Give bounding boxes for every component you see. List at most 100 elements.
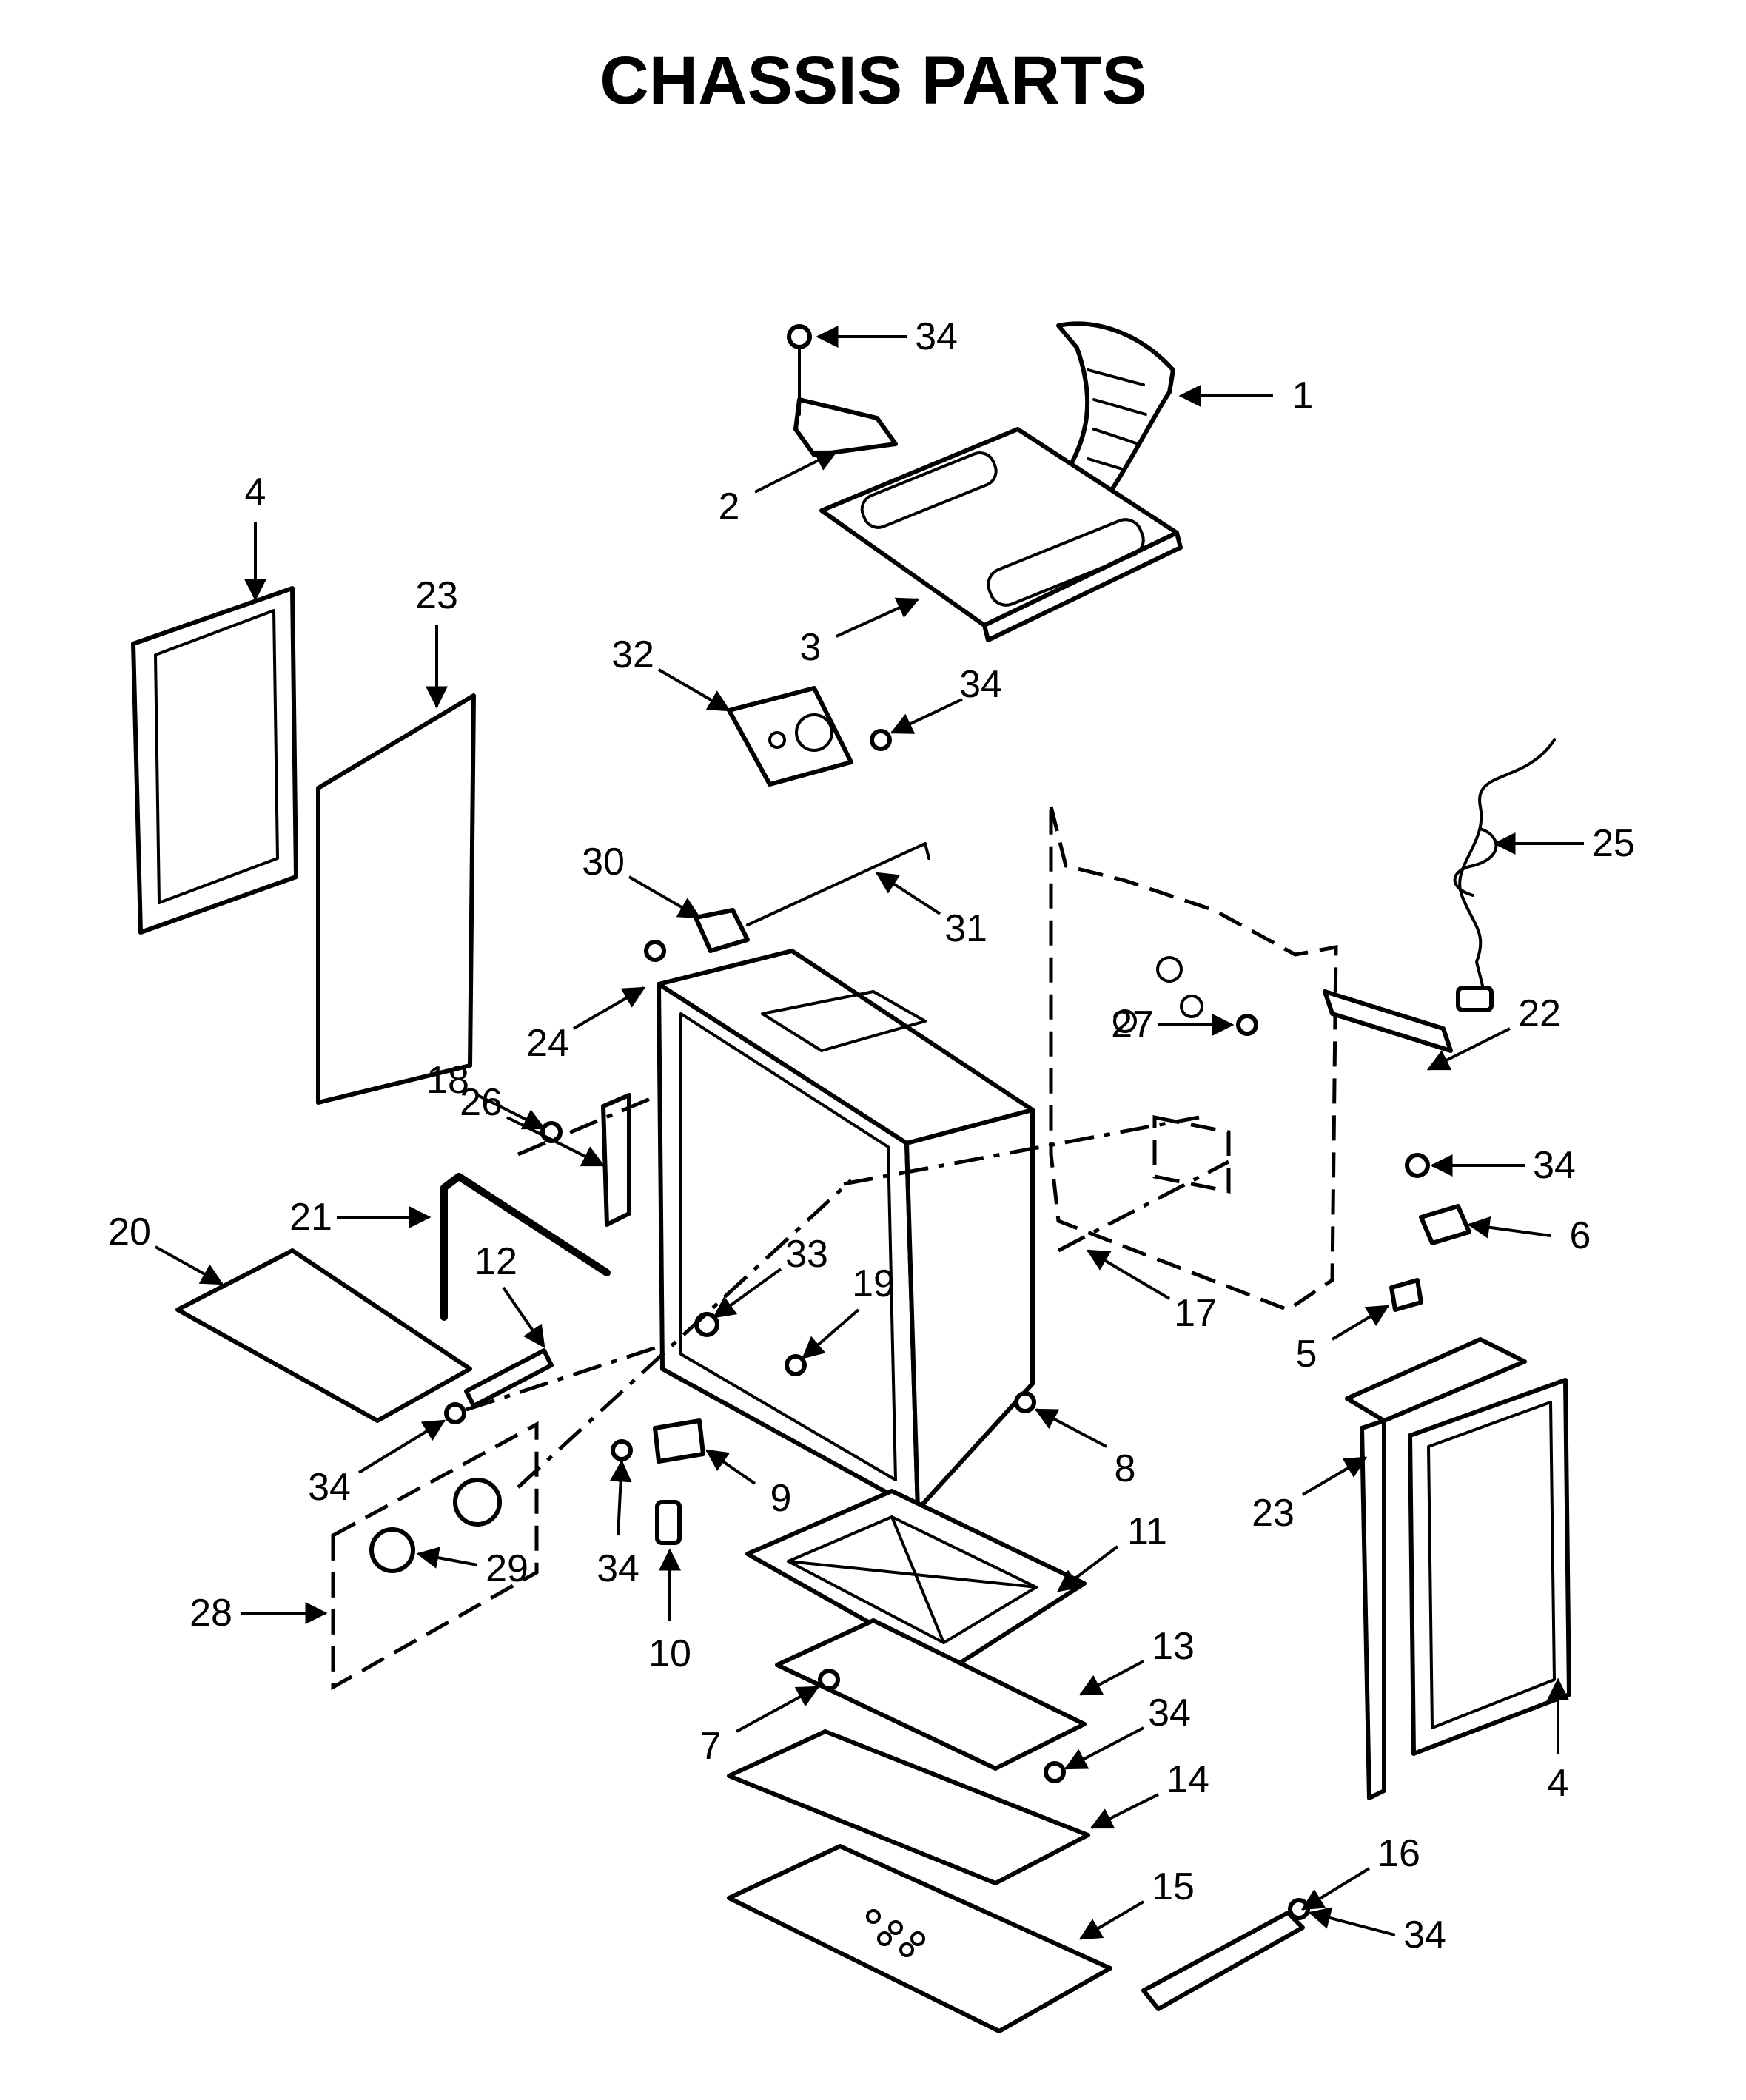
callout-label: 26 [460, 1081, 503, 1124]
page-title: CHASSIS PARTS [600, 43, 1147, 118]
part-8-screw [1014, 1391, 1036, 1413]
part-17-rear-panel [1049, 806, 1338, 1312]
callout-label: 34 [1403, 1914, 1446, 1956]
part-2-bracket [793, 339, 898, 457]
callout-label: 4 [1548, 1762, 1569, 1805]
callout-23: 23 [415, 574, 458, 709]
callout-label: 17 [1174, 1292, 1217, 1335]
part-16-leveler [1141, 1911, 1305, 2011]
part-32-valve-bracket [727, 686, 853, 787]
part-25-power-cord [1453, 738, 1556, 1012]
part-28-assembly-outline [331, 1421, 539, 1691]
callout-leader [416, 1547, 478, 1569]
oven-cavity [657, 949, 1035, 1512]
callout-label: 34 [597, 1547, 639, 1590]
callout-label: 5 [1296, 1333, 1317, 1376]
callout-30: 30 [582, 841, 702, 919]
callout-leader [1078, 1900, 1145, 1940]
callout-label: 23 [415, 574, 458, 617]
part-23-left-insulation [316, 693, 476, 1105]
callout-label: 7 [700, 1725, 722, 1768]
callout-label: 21 [289, 1196, 332, 1239]
callout-label: 18 [426, 1059, 469, 1102]
callout-label: 19 [852, 1262, 895, 1305]
callout-label: 34 [308, 1466, 351, 1509]
callout-leader [1426, 1027, 1511, 1071]
callout-label: 31 [944, 907, 987, 950]
part-24-screw [644, 940, 666, 962]
part-34-screw-top [787, 324, 812, 349]
part-34-screw-right [1405, 1153, 1430, 1178]
callout-label: 3 [800, 626, 822, 669]
callout-label: 24 [526, 1022, 569, 1065]
part-4-left-side-panel [131, 586, 298, 935]
callout-label: 28 [189, 1592, 232, 1635]
callout-leader [736, 1686, 820, 1733]
callout-label: 9 [770, 1477, 792, 1520]
callout-34: 34 [1064, 1692, 1191, 1770]
callout-leader [477, 1094, 546, 1130]
callout-leader [609, 1459, 632, 1536]
callout-label: 6 [1570, 1214, 1591, 1257]
callout-label: 13 [1152, 1625, 1195, 1668]
callout-leader [1078, 1660, 1144, 1696]
callout-32: 32 [611, 633, 731, 712]
callout-7: 7 [700, 1686, 820, 1768]
callout-14: 14 [1089, 1758, 1209, 1829]
callout-31: 31 [875, 872, 987, 950]
callout-label: 16 [1377, 1832, 1420, 1875]
callout-label: 11 [1127, 1510, 1167, 1553]
callout-leader [572, 986, 646, 1030]
callout-leader [890, 698, 963, 734]
part-23-right-insulation [1345, 1337, 1527, 1800]
callout-leader [1301, 1456, 1368, 1496]
callout-1: 1 [1178, 374, 1314, 417]
callout-4: 4 [244, 471, 266, 602]
callout-6: 6 [1467, 1214, 1591, 1257]
callout-15: 15 [1078, 1865, 1195, 1940]
callout-10: 10 [648, 1548, 691, 1675]
callout-label: 12 [474, 1240, 517, 1283]
callout-leader [1089, 1793, 1159, 1829]
callout-17: 17 [1086, 1249, 1217, 1335]
callout-label: 29 [486, 1547, 528, 1590]
part-34-screw-valve-lower [611, 1439, 633, 1461]
callout-label: 10 [648, 1632, 691, 1675]
callout-leader [875, 872, 941, 915]
callout-34: 34 [816, 315, 958, 358]
callout-19: 19 [802, 1262, 895, 1359]
part-22-rail [1323, 989, 1453, 1053]
callout-leader [628, 875, 702, 919]
callout-34: 34 [308, 1419, 446, 1509]
part-30-latch [694, 908, 750, 953]
part-6-bracket [1419, 1204, 1471, 1245]
callout-22: 22 [1426, 992, 1561, 1071]
part-33-clip [694, 1312, 719, 1337]
callout-12: 12 [474, 1240, 545, 1349]
callout-18: 18 [426, 1059, 546, 1130]
part-31-rod [746, 842, 930, 926]
callout-33: 33 [712, 1233, 828, 1319]
callout-11: 11 [1057, 1510, 1167, 1592]
callout-24: 24 [526, 986, 646, 1065]
callout-27: 27 [1111, 1003, 1235, 1046]
callout-26: 26 [460, 1081, 605, 1167]
callout-leader [155, 1245, 224, 1285]
callout-34: 34 [1308, 1907, 1446, 1956]
part-5-clip [1389, 1278, 1423, 1312]
callout-label: 1 [1292, 374, 1314, 417]
part-21-gasket [440, 1173, 611, 1321]
callout-leader [1057, 1545, 1119, 1592]
callout-leader [754, 450, 839, 494]
callout-23: 23 [1252, 1456, 1368, 1535]
callout-34: 34 [597, 1459, 639, 1590]
part-34-screw-valve [870, 729, 892, 751]
part-7-screw [818, 1669, 840, 1691]
callout-label: 34 [1148, 1692, 1191, 1734]
callout-label: 2 [719, 485, 740, 528]
callout-13: 13 [1078, 1625, 1195, 1696]
callout-3: 3 [800, 597, 920, 669]
part-20-oven-rack [175, 1248, 472, 1423]
callout-label: 34 [1533, 1144, 1576, 1187]
